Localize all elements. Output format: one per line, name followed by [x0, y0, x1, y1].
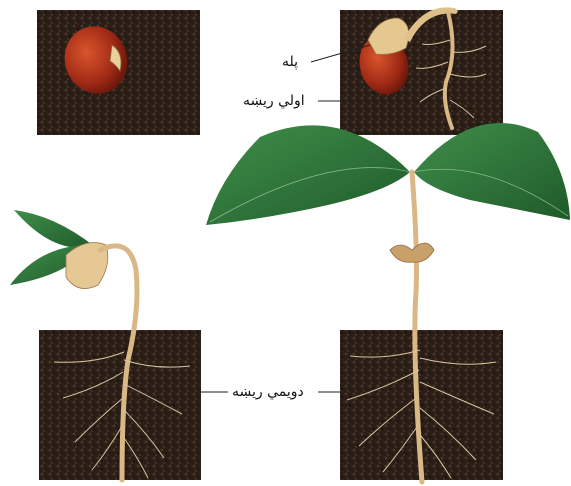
- cotyledon-label: پله: [282, 54, 298, 70]
- secondary-roots-label: دويمي ريښه: [232, 384, 304, 400]
- stage-2-germination-panel: [340, 7, 503, 135]
- primary-root-label: اولي ريښه: [243, 93, 305, 109]
- stage-3-seedling-panel: [10, 210, 201, 480]
- stage-1-seed-panel: [37, 10, 200, 135]
- stage-4-plant-panel: [206, 123, 570, 482]
